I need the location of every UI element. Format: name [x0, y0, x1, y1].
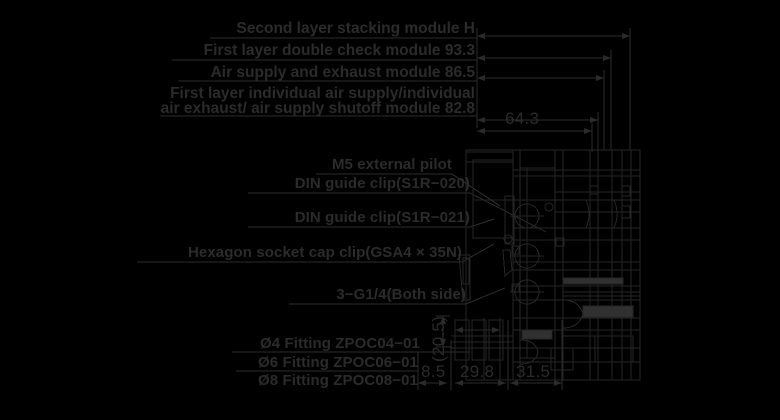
- callout-din-guide-clip-020: DIN guide clip(S1R−020): [294, 175, 470, 192]
- label-air-supply-exhaust: Air supply and exhaust module 86.5: [210, 64, 475, 81]
- label-first-layer-individual-line1: First layer individual air supply/indivi…: [170, 85, 475, 102]
- fitting-leaders: [232, 351, 470, 372]
- dimension-64-3: 64.3: [505, 109, 540, 128]
- port-crosshairs: [510, 199, 544, 309]
- callout-leaders: [137, 173, 547, 305]
- label-second-layer-stacking: Second layer stacking module H: [236, 20, 475, 37]
- top-dimension-lines: [476, 28, 631, 152]
- callout-fitting-zpoc08: Ø8 Fitting ZPOC08−01: [258, 372, 418, 389]
- label-first-layer-individual-line2: air exhaust/ air supply shutoff module 8…: [160, 100, 475, 117]
- callout-m5-external-pilot: M5 external pilot: [331, 156, 452, 173]
- dimension-31-5: 31.5: [516, 362, 551, 381]
- dimension-8-5: 8.5: [421, 362, 446, 381]
- part-outline: [451, 149, 641, 381]
- dimension-29-8: 29.8: [460, 362, 495, 381]
- callout-fitting-zpoc06: Ø6 Fitting ZPOC06−01: [258, 354, 418, 371]
- bottom-dimension-chain: [417, 315, 563, 390]
- header-underlines: [160, 37, 477, 117]
- callout-hexagon-socket-cap-clip: Hexagon socket cap clip(GSA4 × 35N): [187, 244, 462, 261]
- dimension-20-5: (20.5): [429, 315, 448, 362]
- label-first-layer-double-check: First layer double check module 93.3: [203, 42, 475, 59]
- callout-three-g14-both-side: 3−G1/4(Both side): [336, 286, 466, 303]
- callout-din-guide-clip-021: DIN guide clip(S1R−021): [294, 209, 470, 226]
- callout-fitting-zpoc04: Ø4 Fitting ZPOC04−01: [260, 335, 420, 352]
